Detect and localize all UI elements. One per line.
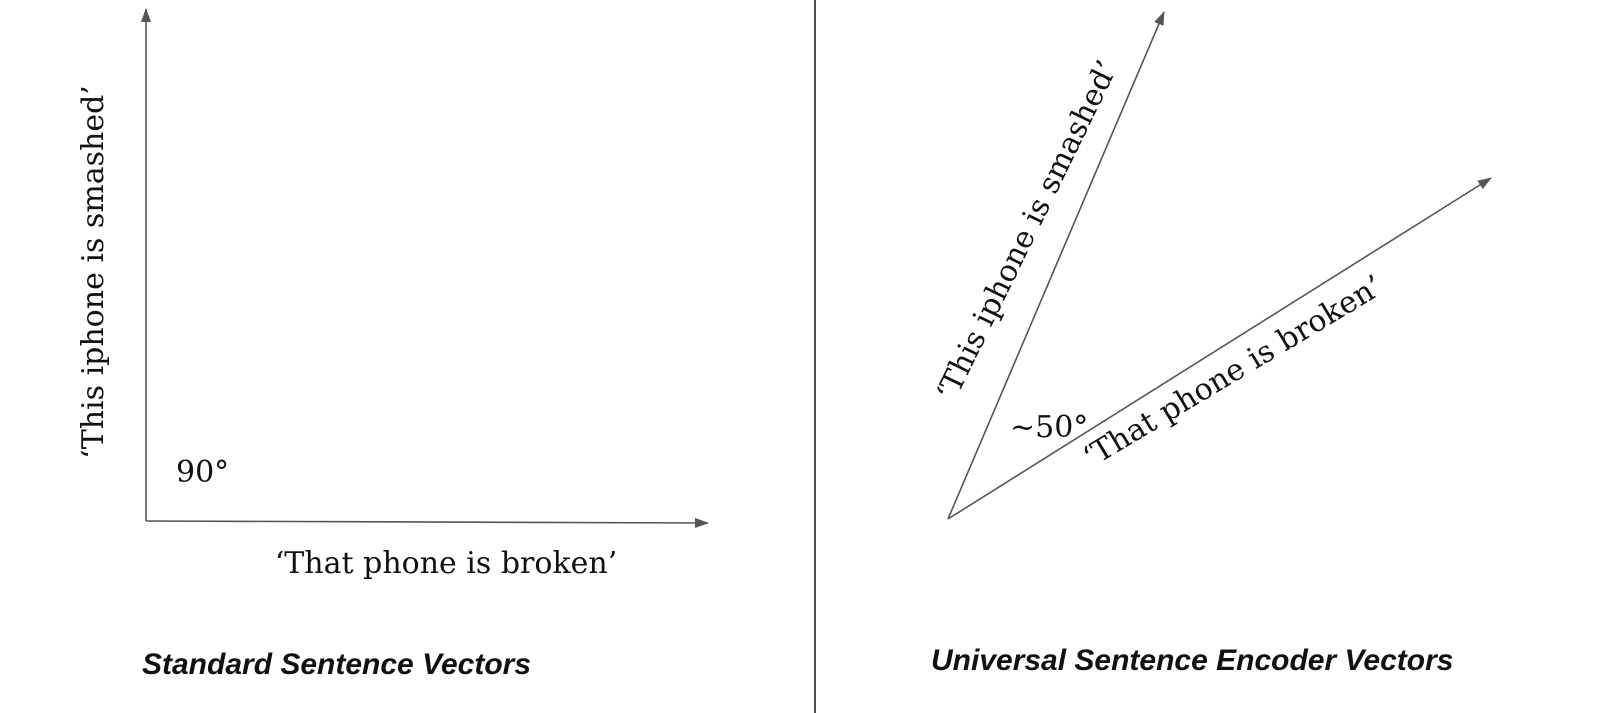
right-angle-label: ~50°	[1010, 410, 1088, 445]
left-angle-label: 90°	[176, 455, 229, 490]
right-caption: Universal Sentence Encoder Vectors	[931, 644, 1453, 677]
right-panel: ‘This iphone is smashed’ ‘That phone is …	[930, 11, 1492, 677]
right-shallow-vector-label: ‘That phone is broken’	[1077, 269, 1389, 475]
right-steep-vector-label: ‘This iphone is smashed’	[930, 55, 1125, 406]
left-caption: Standard Sentence Vectors	[142, 648, 531, 681]
left-panel: ‘This iphone is smashed’ ‘That phone is …	[76, 8, 709, 681]
right-shallow-vector	[947, 177, 1492, 520]
left-horizontal-vector	[145, 517, 709, 528]
left-vertical-axis-label: ‘This iphone is smashed’	[76, 85, 111, 459]
right-steep-vector	[947, 11, 1165, 520]
left-horizontal-axis-label: ‘That phone is broken’	[275, 546, 617, 581]
